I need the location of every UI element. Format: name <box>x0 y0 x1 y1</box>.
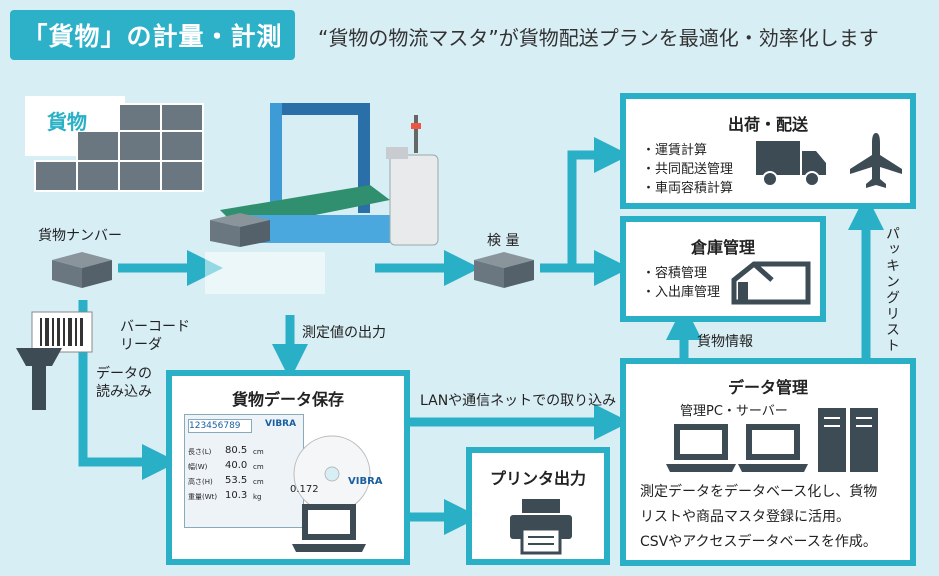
laptop-icon <box>292 504 366 552</box>
inspection-label: 検 量 <box>487 233 520 249</box>
warehouse-icon <box>731 261 811 305</box>
data-management-note: リストや商品マスタ登録に活用。 <box>640 509 850 525</box>
shipping-item: ・共同配送管理 <box>642 162 734 177</box>
software-screenshot: 123456789 長さ(L) 80.5 cm 幅(W) 40.0 cm 高さ(… <box>184 414 304 528</box>
tagline: “貨物の物流マスタ”が貨物配送プランを最適化・効率化します <box>318 26 879 50</box>
packing-list-label: パッキングリスト <box>884 226 900 354</box>
cargo-boxes-icon <box>25 96 204 192</box>
screen-row-value: 53.5 <box>225 475 248 486</box>
data-save-panel: 貨物データ保存 123456789 長さ(L) 80.5 cm 幅(W) 40.… <box>166 370 410 565</box>
data-management-note: CSVやアクセスデータベースを作成。 <box>640 534 877 550</box>
screen-row-unit: kg <box>253 493 262 501</box>
data-management-subtitle: 管理PC・サーバー <box>680 404 788 419</box>
screen-row-unit: cm <box>253 463 264 471</box>
management-pc-icon <box>738 424 808 472</box>
truck-icon <box>756 141 826 187</box>
cargo-box-icon <box>52 252 112 288</box>
data-management-title: データ管理 <box>727 378 808 397</box>
shipping-item: ・運賃計算 <box>642 143 708 158</box>
data-read-label: データの 読み込み <box>96 366 152 400</box>
printer-title: プリンタ出力 <box>489 469 586 488</box>
screen-row-value: 10.3 <box>225 490 248 501</box>
data-management-note: 測定データをデータベース化し、貨物 <box>640 484 878 500</box>
page-title: 「貨物」の計量・計測 <box>10 10 295 60</box>
warehouse-item: ・入出庫管理 <box>642 285 721 300</box>
inspected-box-icon <box>474 252 534 288</box>
cargo-number-label: 貨物ナンバー <box>38 228 122 244</box>
barcode-reader-icon <box>16 311 93 410</box>
cargo-info-label: 貨物情報 <box>697 334 753 350</box>
lan-import-label: LANや通信ネットでの取り込み <box>420 393 617 409</box>
management-pc-icon <box>666 424 736 472</box>
data-save-title: 貨物データ保存 <box>231 390 344 409</box>
shipping-item: ・車両容積計算 <box>642 181 734 196</box>
printer-icon <box>510 499 572 555</box>
screen-row-value: 40.0 <box>225 460 248 471</box>
airplane-icon <box>850 133 902 188</box>
shipping-panel: 出荷・配送 ・運賃計算 ・共同配送管理 ・車両容積計算 <box>620 93 916 209</box>
screen-row-label: 長さ(L) <box>188 448 212 456</box>
measurement-output-label: 測定値の出力 <box>302 325 386 341</box>
screen-row-unit: cm <box>253 478 264 486</box>
cargo-id-field: 123456789 <box>188 419 252 433</box>
dimension-scale-machine <box>210 103 439 247</box>
screen-row-label: 幅(W) <box>188 463 208 471</box>
printer-panel: プリンタ出力 <box>466 447 610 565</box>
screen-row-label: 高さ(H) <box>188 478 213 486</box>
screen-brand: VIBRA <box>265 419 297 429</box>
warehouse-title: 倉庫管理 <box>690 238 755 257</box>
warehouse-item: ・容積管理 <box>642 266 708 281</box>
disc-brand: VIBRA <box>348 476 383 487</box>
screen-row-label: 重量(Wt) <box>188 493 218 501</box>
cargo-label: 貨物 <box>47 110 87 134</box>
screen-row-value: 80.5 <box>225 445 248 456</box>
barcode-reader-label: バーコード リーダ <box>120 319 190 353</box>
warehouse-panel: 倉庫管理 ・容積管理 ・入出庫管理 <box>620 216 826 322</box>
data-management-panel: データ管理 管理PC・サーバー 測定データをデータベース化し、貨物 リストや商品… <box>620 358 916 566</box>
screen-row-unit: cm <box>253 448 264 456</box>
screen-reading: 0.172 <box>290 484 319 495</box>
shipping-title: 出荷・配送 <box>727 115 808 134</box>
server-icon <box>818 408 878 472</box>
cargo-stack: 貨物 <box>25 96 210 196</box>
cd-disc-icon <box>293 435 371 513</box>
